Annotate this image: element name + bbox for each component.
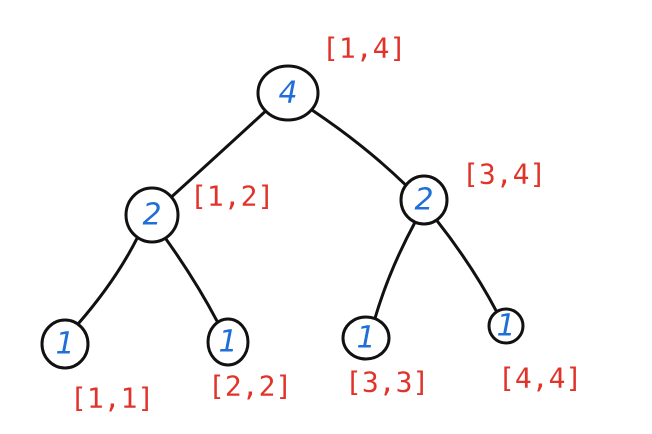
node-value: 1 xyxy=(218,325,237,360)
edge-n1_4-n3_4 xyxy=(310,108,408,187)
node-circle xyxy=(40,318,90,370)
range-label-n3_4: [3,4] xyxy=(462,158,546,191)
edges-layer xyxy=(76,108,499,326)
tree-node-n1_2: 2 xyxy=(124,186,180,244)
tree-node-n2_2: 1 xyxy=(206,317,250,367)
range-label-n3_3: [3,3] xyxy=(345,366,429,399)
node-value: 2 xyxy=(414,183,433,218)
edge-n3_4-n4_4 xyxy=(435,218,499,314)
edge-n1_2-n2_2 xyxy=(163,236,220,324)
edge-n1_2-n1_1 xyxy=(76,235,139,326)
range-labels-layer: [1,4] [1,2] [3,4] [1,1] [2,2] [3,3] [4,4] xyxy=(70,32,582,415)
node-circle xyxy=(487,307,525,345)
tree-node-n1_4: 4 xyxy=(256,64,320,122)
node-circle xyxy=(341,315,391,361)
node-value: 4 xyxy=(278,76,297,111)
tree-node-n4_4: 1 xyxy=(487,307,525,345)
tree-node-n1_1: 1 xyxy=(40,318,90,370)
range-label-n4_4: [4,4] xyxy=(498,362,582,395)
tree-node-n3_3: 1 xyxy=(341,315,391,361)
node-circle xyxy=(206,317,250,367)
range-label-n1_4: [1,4] xyxy=(322,32,406,65)
range-label-n1_2: [1,2] xyxy=(190,180,274,213)
node-value: 1 xyxy=(356,321,375,356)
node-value: 2 xyxy=(142,198,161,233)
range-label-n1_1: [1,1] xyxy=(70,382,154,415)
node-circle xyxy=(124,186,180,244)
node-value: 1 xyxy=(55,327,74,362)
range-label-n2_2: [2,2] xyxy=(208,370,292,403)
edge-n3_4-n3_3 xyxy=(373,220,417,321)
node-circle xyxy=(399,174,449,226)
node-value: 1 xyxy=(496,309,515,344)
nodes-layer: 4 2 2 1 1 1 1 xyxy=(40,64,525,370)
node-circle xyxy=(256,64,320,122)
tree-node-n3_4: 2 xyxy=(399,174,449,226)
edge-n1_4-n1_2 xyxy=(169,109,268,199)
